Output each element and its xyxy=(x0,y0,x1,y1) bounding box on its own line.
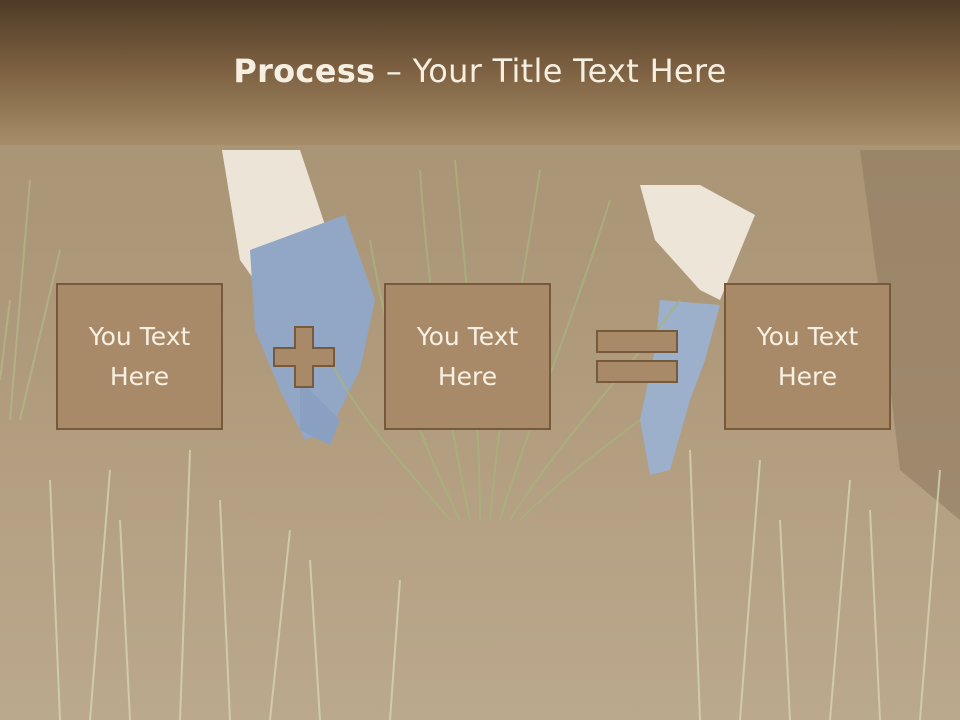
process-box-2-text: You Text Here xyxy=(416,321,519,391)
process-box-3-text: You Text Here xyxy=(756,321,859,391)
title-bar xyxy=(0,0,960,145)
process-box-2[interactable]: You Text Here xyxy=(384,283,551,430)
title-rest: – Your Title Text Here xyxy=(375,52,727,90)
process-box-1[interactable]: You Text Here xyxy=(56,283,223,430)
title-bold: Process xyxy=(233,52,376,90)
plus-icon xyxy=(273,326,335,388)
equals-icon xyxy=(596,330,678,383)
process-box-1-text: You Text Here xyxy=(88,321,191,391)
process-box-3[interactable]: You Text Here xyxy=(724,283,891,430)
slide-title: Process – Your Title Text Here xyxy=(0,52,960,90)
